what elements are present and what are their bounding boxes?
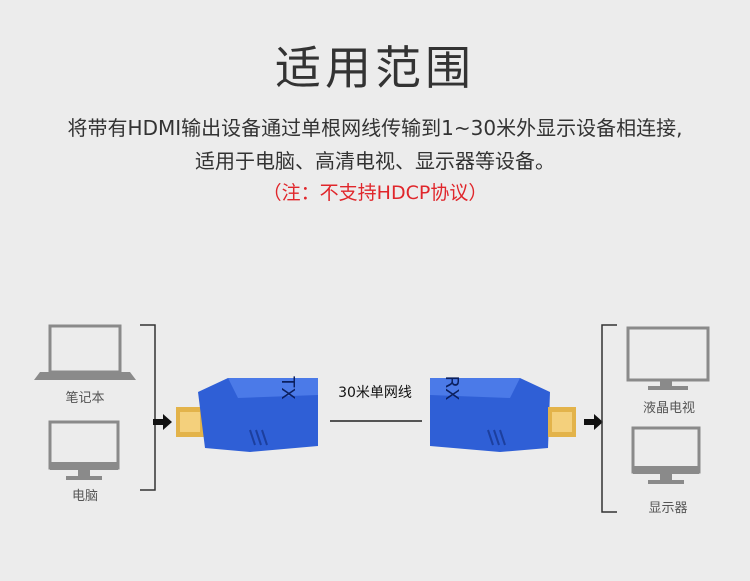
device-label-monitor: 显示器 (648, 501, 688, 516)
device-label-tv: 液晶电视 (642, 401, 695, 416)
output-arrow-icon (584, 414, 603, 430)
cable-label: 30米单网线 (338, 385, 412, 401)
right-bracket (601, 324, 617, 513)
input-arrow-icon (153, 414, 172, 430)
monitor-icon (48, 420, 120, 480)
transmitter-unit (176, 378, 318, 452)
laptop-icon (34, 324, 136, 380)
left-bracket (140, 324, 156, 491)
transmitter-mark: TX (277, 375, 298, 399)
description-line-1: 将带有HDMI输出设备通过单根网线传输到1~30米外显示设备相连接, (67, 116, 683, 140)
receiver-unit (430, 378, 576, 452)
hdcp-note: （注：不支持HDCP协议） (262, 182, 488, 204)
device-label-laptop: 笔记本 (65, 391, 105, 406)
receiver-mark: RX (441, 376, 462, 401)
description-line-2: 适用于电脑、高清电视、显示器等设备。 (195, 149, 555, 173)
section-title: 适用范围 (275, 41, 475, 95)
device-label-pc: 电脑 (71, 489, 98, 504)
monitor-icon (631, 426, 701, 484)
tv-icon (626, 326, 710, 390)
